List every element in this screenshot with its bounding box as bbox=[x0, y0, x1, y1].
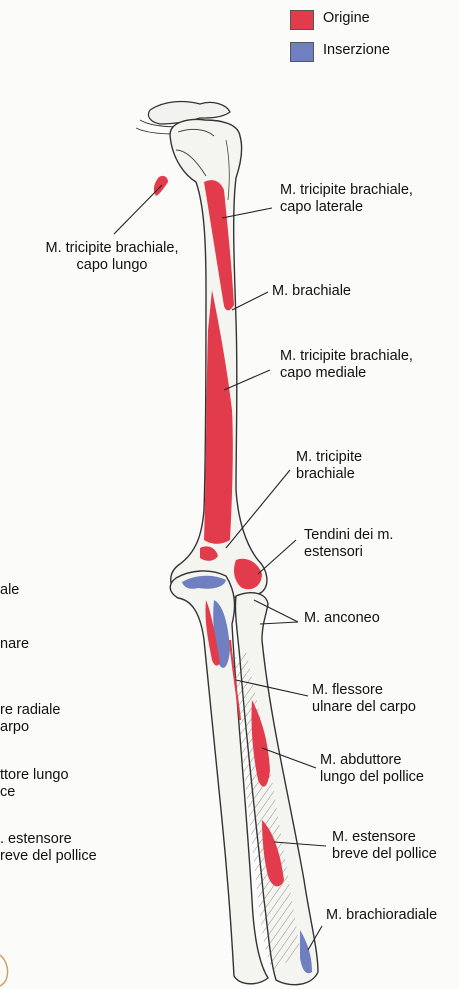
forearm-bones bbox=[170, 571, 318, 985]
cut-label-4: ttore lungo ce bbox=[0, 767, 69, 801]
label-epb: M. estensore breve del pollice bbox=[332, 829, 437, 863]
label-line: capo mediale bbox=[280, 365, 413, 382]
label-triceps: M. tricipite brachiale bbox=[296, 449, 362, 483]
label-brachialis: M. brachiale bbox=[272, 283, 351, 300]
cut-label-3: re radiale arpo bbox=[0, 702, 60, 736]
label-line: M. abduttore bbox=[320, 752, 424, 769]
label-line: M. brachiale bbox=[272, 283, 351, 300]
label-line: M. anconeo bbox=[304, 610, 380, 627]
cut-label-5: . estensore reve del pollice bbox=[0, 831, 97, 865]
adjacent-bone-fragment bbox=[0, 955, 8, 986]
cut-label-2: nare bbox=[0, 636, 29, 653]
legend-insertion-label: Inserzione bbox=[323, 42, 390, 59]
label-triceps-medial-head: M. tricipite brachiale, capo mediale bbox=[280, 348, 413, 382]
label-line: re radiale bbox=[0, 702, 60, 719]
label-line: Tendini dei m. bbox=[304, 527, 393, 544]
label-line: M. tricipite brachiale, bbox=[22, 240, 202, 257]
label-anconeus: M. anconeo bbox=[304, 610, 380, 627]
label-line: ce bbox=[0, 784, 69, 801]
label-line: . estensore bbox=[0, 831, 97, 848]
label-line: M. brachioradiale bbox=[326, 907, 437, 924]
label-line: capo lungo bbox=[22, 257, 202, 274]
label-line: breve del pollice bbox=[332, 846, 437, 863]
label-line: brachiale bbox=[296, 466, 362, 483]
legend-origin-label: Origine bbox=[323, 10, 370, 27]
label-line: M. tricipite bbox=[296, 449, 362, 466]
label-line: ttore lungo bbox=[0, 767, 69, 784]
legend-insertion-swatch bbox=[290, 42, 314, 62]
label-line: capo laterale bbox=[280, 199, 413, 216]
label-triceps-long-head: M. tricipite brachiale, capo lungo bbox=[22, 240, 202, 274]
label-apl: M. abduttore lungo del pollice bbox=[320, 752, 424, 786]
label-brachioradialis: M. brachioradiale bbox=[326, 907, 437, 924]
label-triceps-lateral-head: M. tricipite brachiale, capo laterale bbox=[280, 182, 413, 216]
legend-origin-swatch bbox=[290, 10, 314, 30]
label-fcu: M. flessore ulnare del carpo bbox=[312, 682, 416, 716]
label-line: reve del pollice bbox=[0, 848, 97, 865]
label-extensor-tendons: Tendini dei m. estensori bbox=[304, 527, 393, 561]
label-line: M. flessore bbox=[312, 682, 416, 699]
label-line: M. estensore bbox=[332, 829, 437, 846]
label-line: ulnare del carpo bbox=[312, 699, 416, 716]
label-line: lungo del pollice bbox=[320, 769, 424, 786]
label-line: arpo bbox=[0, 719, 60, 736]
humerus bbox=[170, 120, 267, 599]
cut-label-1: ale bbox=[0, 582, 19, 599]
label-line: M. tricipite brachiale, bbox=[280, 182, 413, 199]
label-line: estensori bbox=[304, 544, 393, 561]
label-line: M. tricipite brachiale, bbox=[280, 348, 413, 365]
